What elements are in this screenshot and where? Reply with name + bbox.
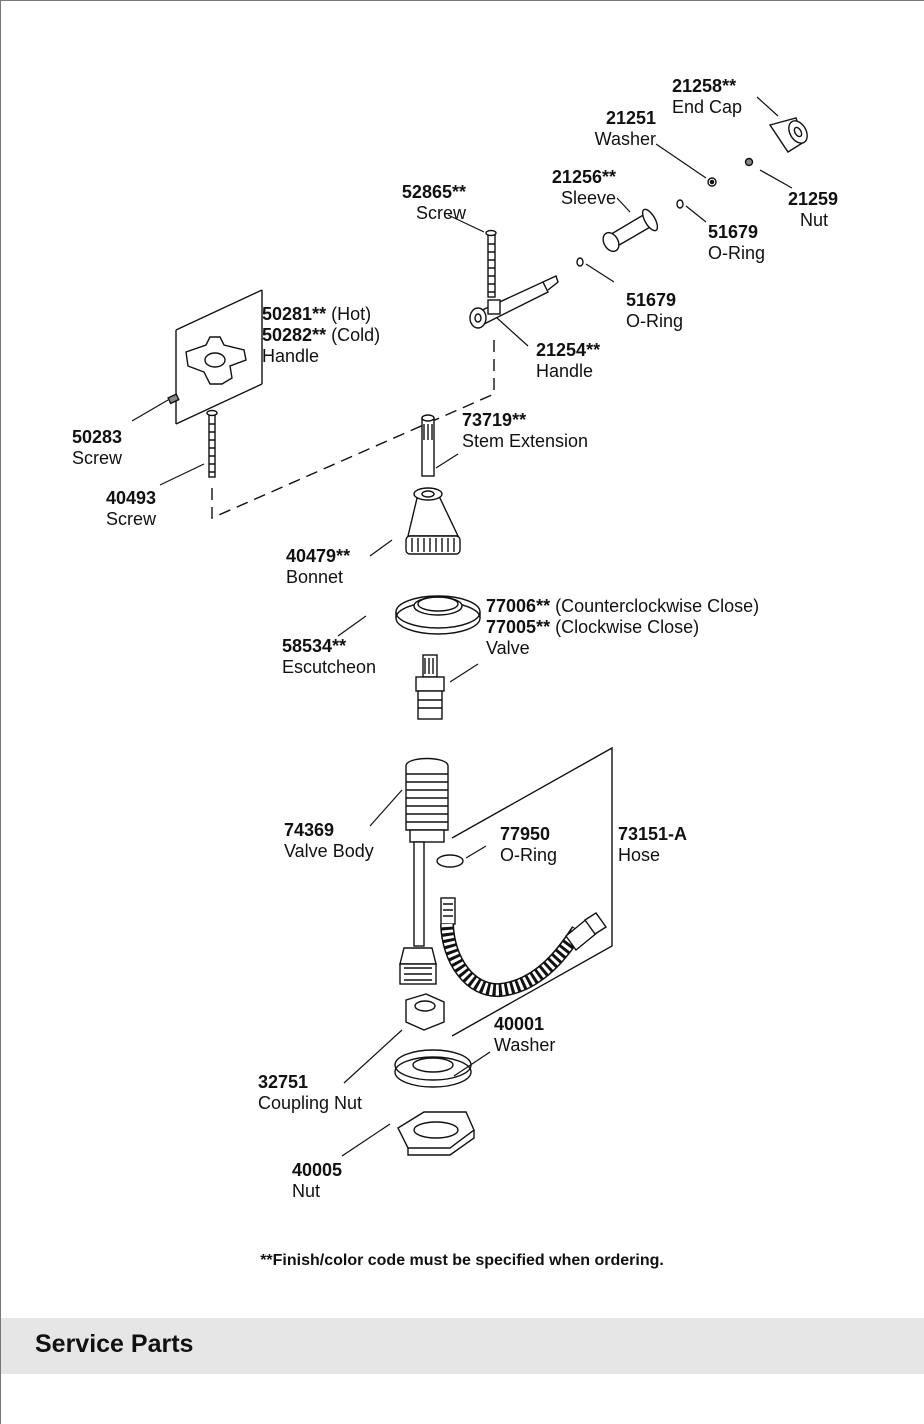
- label-21254: 21254** Handle: [536, 340, 601, 381]
- o-ring-51679-a-part: [676, 199, 684, 209]
- label-77950: 77950 O-Ring: [500, 824, 558, 865]
- label-21251: 21251 Washer: [594, 108, 656, 149]
- hose-box-outline: [451, 746, 613, 1037]
- label-40005: 40005 Nut: [292, 1160, 343, 1201]
- label-21256: 21256** Sleeve: [551, 167, 616, 208]
- end-cap-part: [768, 117, 808, 153]
- label-21258: 21258** End Cap: [672, 76, 743, 117]
- label-52865: 52865** Screw: [401, 182, 466, 223]
- washer-40001-part: [394, 1049, 472, 1088]
- braided-hose-part: [440, 897, 607, 998]
- screw-40493-part: [206, 409, 218, 478]
- label-32751: 32751 Coupling Nut: [258, 1072, 363, 1113]
- handle-box-outline: [175, 289, 263, 425]
- screw-52865-part: [485, 229, 497, 298]
- leader-lines: [131, 96, 793, 1157]
- valve-body-part: [399, 757, 449, 985]
- label-73151-A: 73151-A Hose: [618, 824, 688, 865]
- label-58534: 58534** Escutcheon: [282, 636, 377, 677]
- stem-extension-part: [421, 414, 435, 477]
- label-51679-a: 51679 O-Ring: [708, 222, 766, 263]
- set-screw-part: [167, 393, 180, 405]
- sleeve-part: [602, 208, 659, 253]
- section-header-band: Service Parts: [1, 1318, 924, 1374]
- label-40493: 40493 Screw: [105, 488, 156, 529]
- section-title: Service Parts: [35, 1330, 194, 1358]
- cross-handle-part: [185, 336, 247, 385]
- label-51679-b: 51679 O-Ring: [626, 290, 684, 331]
- washer-21251-part: [707, 177, 717, 187]
- label-74369: 74369 Valve Body: [284, 820, 374, 861]
- o-ring-51679-b-part: [576, 257, 584, 267]
- valve-cartridge-part: [415, 654, 445, 720]
- label-40479: 40479** Bonnet: [286, 546, 351, 587]
- lever-handle-part: [469, 275, 559, 329]
- o-ring-77950-part: [436, 854, 464, 868]
- hex-nut-40005-part: [397, 1111, 475, 1156]
- label-50281-50282: 50281** (Hot) 50282** (Cold) Handle: [262, 304, 381, 366]
- label-77006-77005: 77006** (Counterclockwise Close) 77005**…: [486, 596, 760, 658]
- label-21259: 21259 Nut: [788, 189, 839, 230]
- coupling-nut-part: [405, 993, 445, 1031]
- bonnet-part: [405, 487, 461, 555]
- finish-footnote: **Finish/color code must be specified wh…: [260, 1252, 664, 1269]
- label-73719: 73719** Stem Extension: [462, 410, 589, 451]
- nut-21259-part: [744, 157, 754, 167]
- escutcheon-part: [395, 595, 481, 635]
- label-40001: 40001 Washer: [494, 1014, 556, 1055]
- assembly-dashed-line: [211, 334, 495, 520]
- label-50283: 50283 Screw: [72, 427, 123, 468]
